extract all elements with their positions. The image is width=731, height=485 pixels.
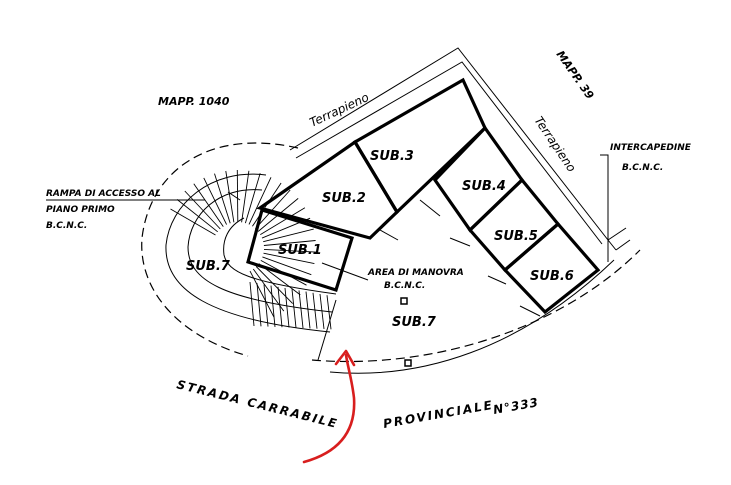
stair-tread [305,291,311,329]
sub7-area-label: SUB.7 [392,315,437,330]
area-manovra-label: AREA DI MANOVRA [367,268,464,278]
sub1-outline [246,207,354,293]
stair-tread [263,240,316,246]
sub7-ramp-label: SUB.7 [186,259,231,274]
ramp-end-wall [317,299,337,361]
stair-tread [255,266,294,304]
stair-tread [270,285,276,327]
access-arrow [302,349,356,464]
stair-tread [263,248,316,253]
stair-tread [284,287,290,328]
hatch-marks [227,191,541,317]
street-curve [311,249,641,363]
stair-tread [256,283,262,327]
spiral-ramp [165,169,337,333]
sub2-label: SUB.2 [322,191,366,206]
sub1-label: SUB.1 [278,243,322,258]
arrow-head [334,349,356,367]
stair-tread [319,293,325,330]
rampa-label-line1: RAMPA DI ACCESSO AL [46,189,161,199]
mapp-1040-label: MAPP. 1040 [158,95,230,108]
stair-tread [255,189,291,230]
terrapieno-top-label: Terrapieno [307,90,371,130]
stair-tread [263,252,315,265]
stair-tread [263,228,314,243]
terrapieno-boundary [289,47,631,251]
stair-tread [298,290,304,329]
stair-tread [249,281,255,327]
street-boundary [141,142,299,357]
stair-tread [170,208,216,236]
stair-tread [263,284,269,327]
stair-tread [312,292,318,329]
leader-intercapedine [600,154,609,262]
area-bcnc-label: B.C.N.C. [384,281,425,291]
unit-outlines [246,77,601,315]
stair-tread [193,183,224,227]
sub4-label: SUB.4 [462,179,506,194]
stair-tread [248,177,272,225]
sub6-outline [502,221,601,315]
terrapieno-right-label: Terrapieno [532,114,579,175]
arrow-shaft [302,353,356,464]
stair-tread [244,173,261,224]
stair-tread [252,268,285,312]
rampa-bcnc-label: B.C.N.C. [46,221,87,231]
stair-tread [214,173,231,224]
rampa-label-line2: PIANO PRIMO [46,205,115,215]
stair-tread [184,190,221,230]
stair-tread [236,169,239,223]
stair-tread [262,256,312,276]
stair-tread [241,170,250,223]
intercapedine-bcnc-label: B.C.N.C. [622,163,663,173]
stair-tread [291,289,297,328]
intercapedine-label: INTERCAPEDINE [610,143,692,153]
stair-tread [249,270,275,318]
strada-label: STRADA CARRABILE [175,377,340,431]
marker-square [404,359,412,367]
numero-label: N°333 [492,395,540,417]
leader-area [321,262,369,281]
stair-tread [225,170,235,223]
sub5-label: SUB.5 [494,229,538,244]
sub6-label: SUB.6 [530,269,574,284]
stair-tread [277,286,283,328]
stair-tread [176,199,218,233]
lot-wall [329,259,615,374]
marker-square [400,297,408,305]
stair-tread [326,295,332,330]
stair-tread [203,177,228,225]
mapp-39-label: MAPP. 39 [554,48,597,102]
stair-tread [260,207,306,235]
sub3-label: SUB.3 [370,149,414,164]
provinciale-label: PROVINCIALE [382,398,495,431]
